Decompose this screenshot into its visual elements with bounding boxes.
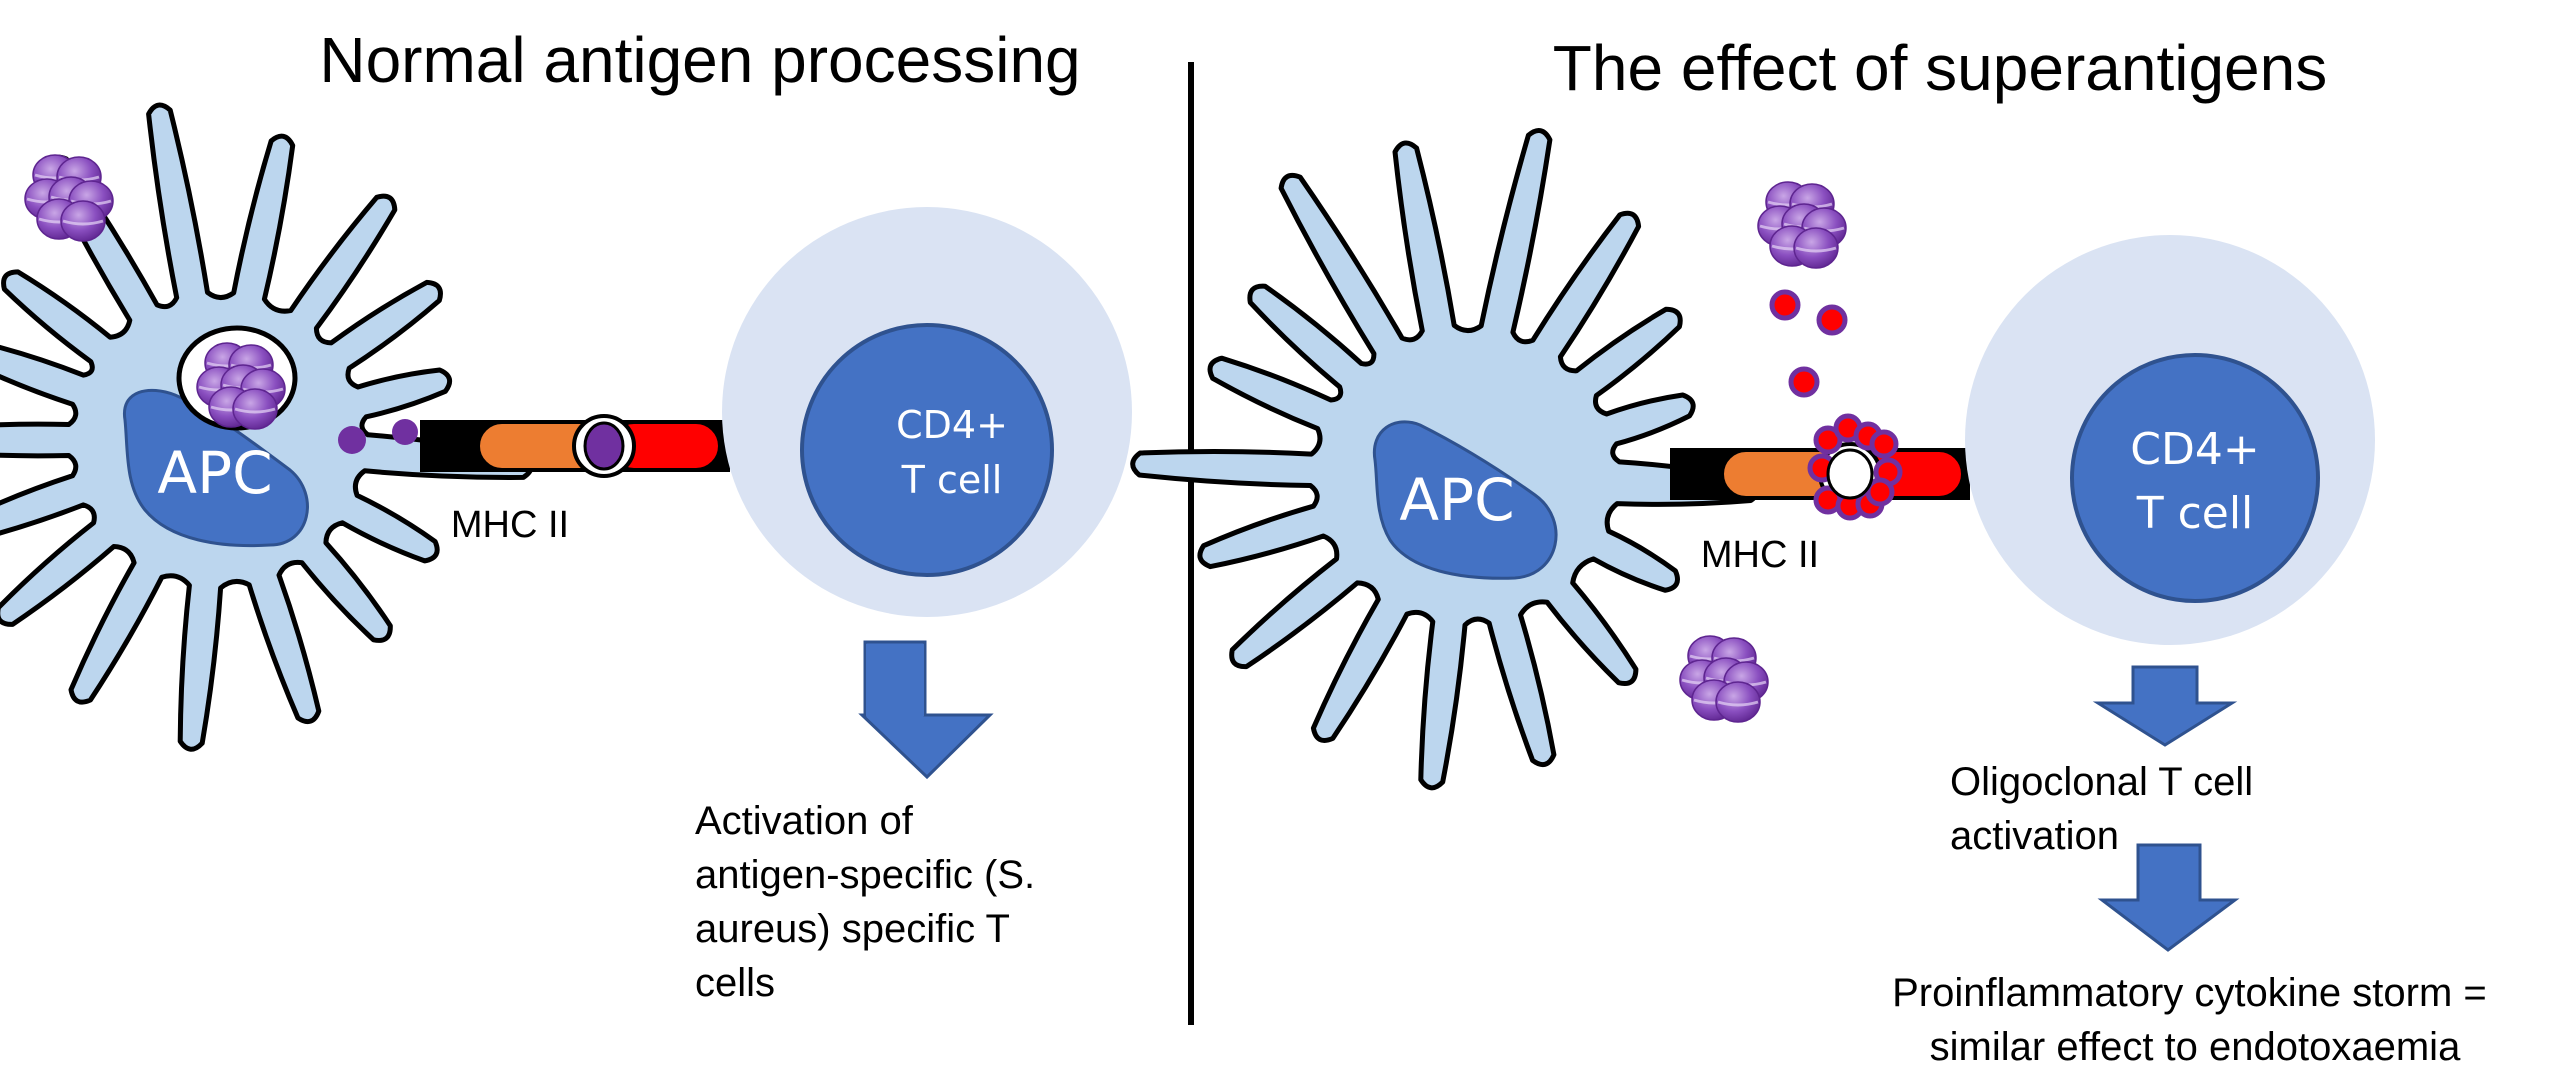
left-tcell-label-line1: CD4+ [896, 403, 1008, 447]
right-bacteria-cluster-top [1757, 181, 1847, 269]
right-down-arrow-2 [2097, 843, 2240, 952]
right-apc-nucleus [1372, 420, 1558, 580]
right-outcome1-line: Oligoclonal T cell [1950, 760, 2253, 804]
left-antigen-peptide [583, 421, 625, 471]
left-tcell-core [800, 323, 1054, 577]
right-apc-body: APC [1130, 128, 1761, 791]
right-tcell-core [2070, 353, 2320, 603]
left-tcell-label-line2: T cell [901, 458, 1003, 502]
left-apc-label: APC [157, 439, 272, 507]
left-peptide-dot [338, 426, 366, 454]
right-tcell-label-line2: T cell [2136, 488, 2254, 539]
right-down-arrow-1 [2092, 665, 2238, 747]
right-outcome2-line: Proinflammatory cytokine storm = [1892, 971, 2487, 1015]
right-title: The effect of superantigens [1553, 32, 2327, 104]
right-binding-core [1826, 448, 1874, 500]
left-title: Normal antigen processing [319, 24, 1080, 96]
right-superantigen-dot [1788, 366, 1820, 398]
right-apc-label: APC [1399, 466, 1514, 534]
right-superantigen-cluster [1807, 413, 1903, 521]
right-superantigen-dot [1869, 429, 1899, 459]
left-mhc-label: MHC II [451, 504, 569, 546]
left-outcome-text: Activation of antigen-specific (S. aureu… [695, 799, 1046, 1005]
bacterium-sphere [1793, 227, 1839, 269]
right-panel: The effect of superantigens APC [1130, 32, 2498, 1069]
bacterium-highlight [62, 219, 104, 226]
right-outcome2-text: Proinflammatory cytokine storm = similar… [1892, 971, 2498, 1069]
right-superantigen-dot [1816, 304, 1848, 336]
bacterium-highlight [1795, 246, 1837, 253]
left-peptide-dot [392, 419, 418, 445]
right-superantigen-dot [1769, 289, 1801, 321]
left-outcome-line: aureus) specific T [695, 907, 1010, 951]
left-apc-nucleus [123, 388, 309, 548]
left-down-arrow-fix [866, 644, 924, 716]
right-mhc-label: MHC II [1701, 534, 1819, 576]
left-apc-body: APC [0, 102, 534, 752]
bacterium-sphere [232, 388, 278, 430]
right-mhc-tcr-complex [1670, 413, 1970, 521]
right-superantigen-dot [1865, 477, 1895, 507]
right-bacteria-cluster-bottom [1679, 635, 1769, 723]
left-outcome-line: Activation of [695, 799, 914, 843]
right-outcome2-line: similar effect to endotoxaemia [1930, 1025, 2461, 1069]
bacterium-highlight [234, 407, 276, 414]
right-outcome1-text: Oligoclonal T cell activation [1950, 760, 2264, 858]
bacterium-highlight [1717, 700, 1759, 707]
right-tcell-label-line1: CD4+ [2130, 424, 2259, 475]
left-outcome-line: antigen-specific (S. [695, 853, 1035, 897]
left-outcome-line: cells [695, 961, 775, 1005]
bacterium-sphere [60, 200, 106, 242]
left-mhc-tcr-complex [420, 414, 730, 478]
bacterium-sphere [1715, 681, 1761, 723]
left-bacteria-cluster [24, 154, 114, 242]
left-phagosome-bacteria-cluster [196, 342, 286, 430]
left-panel: Normal antigen processing APC MHC II [0, 24, 1132, 1005]
right-outcome1-line: activation [1950, 814, 2119, 858]
